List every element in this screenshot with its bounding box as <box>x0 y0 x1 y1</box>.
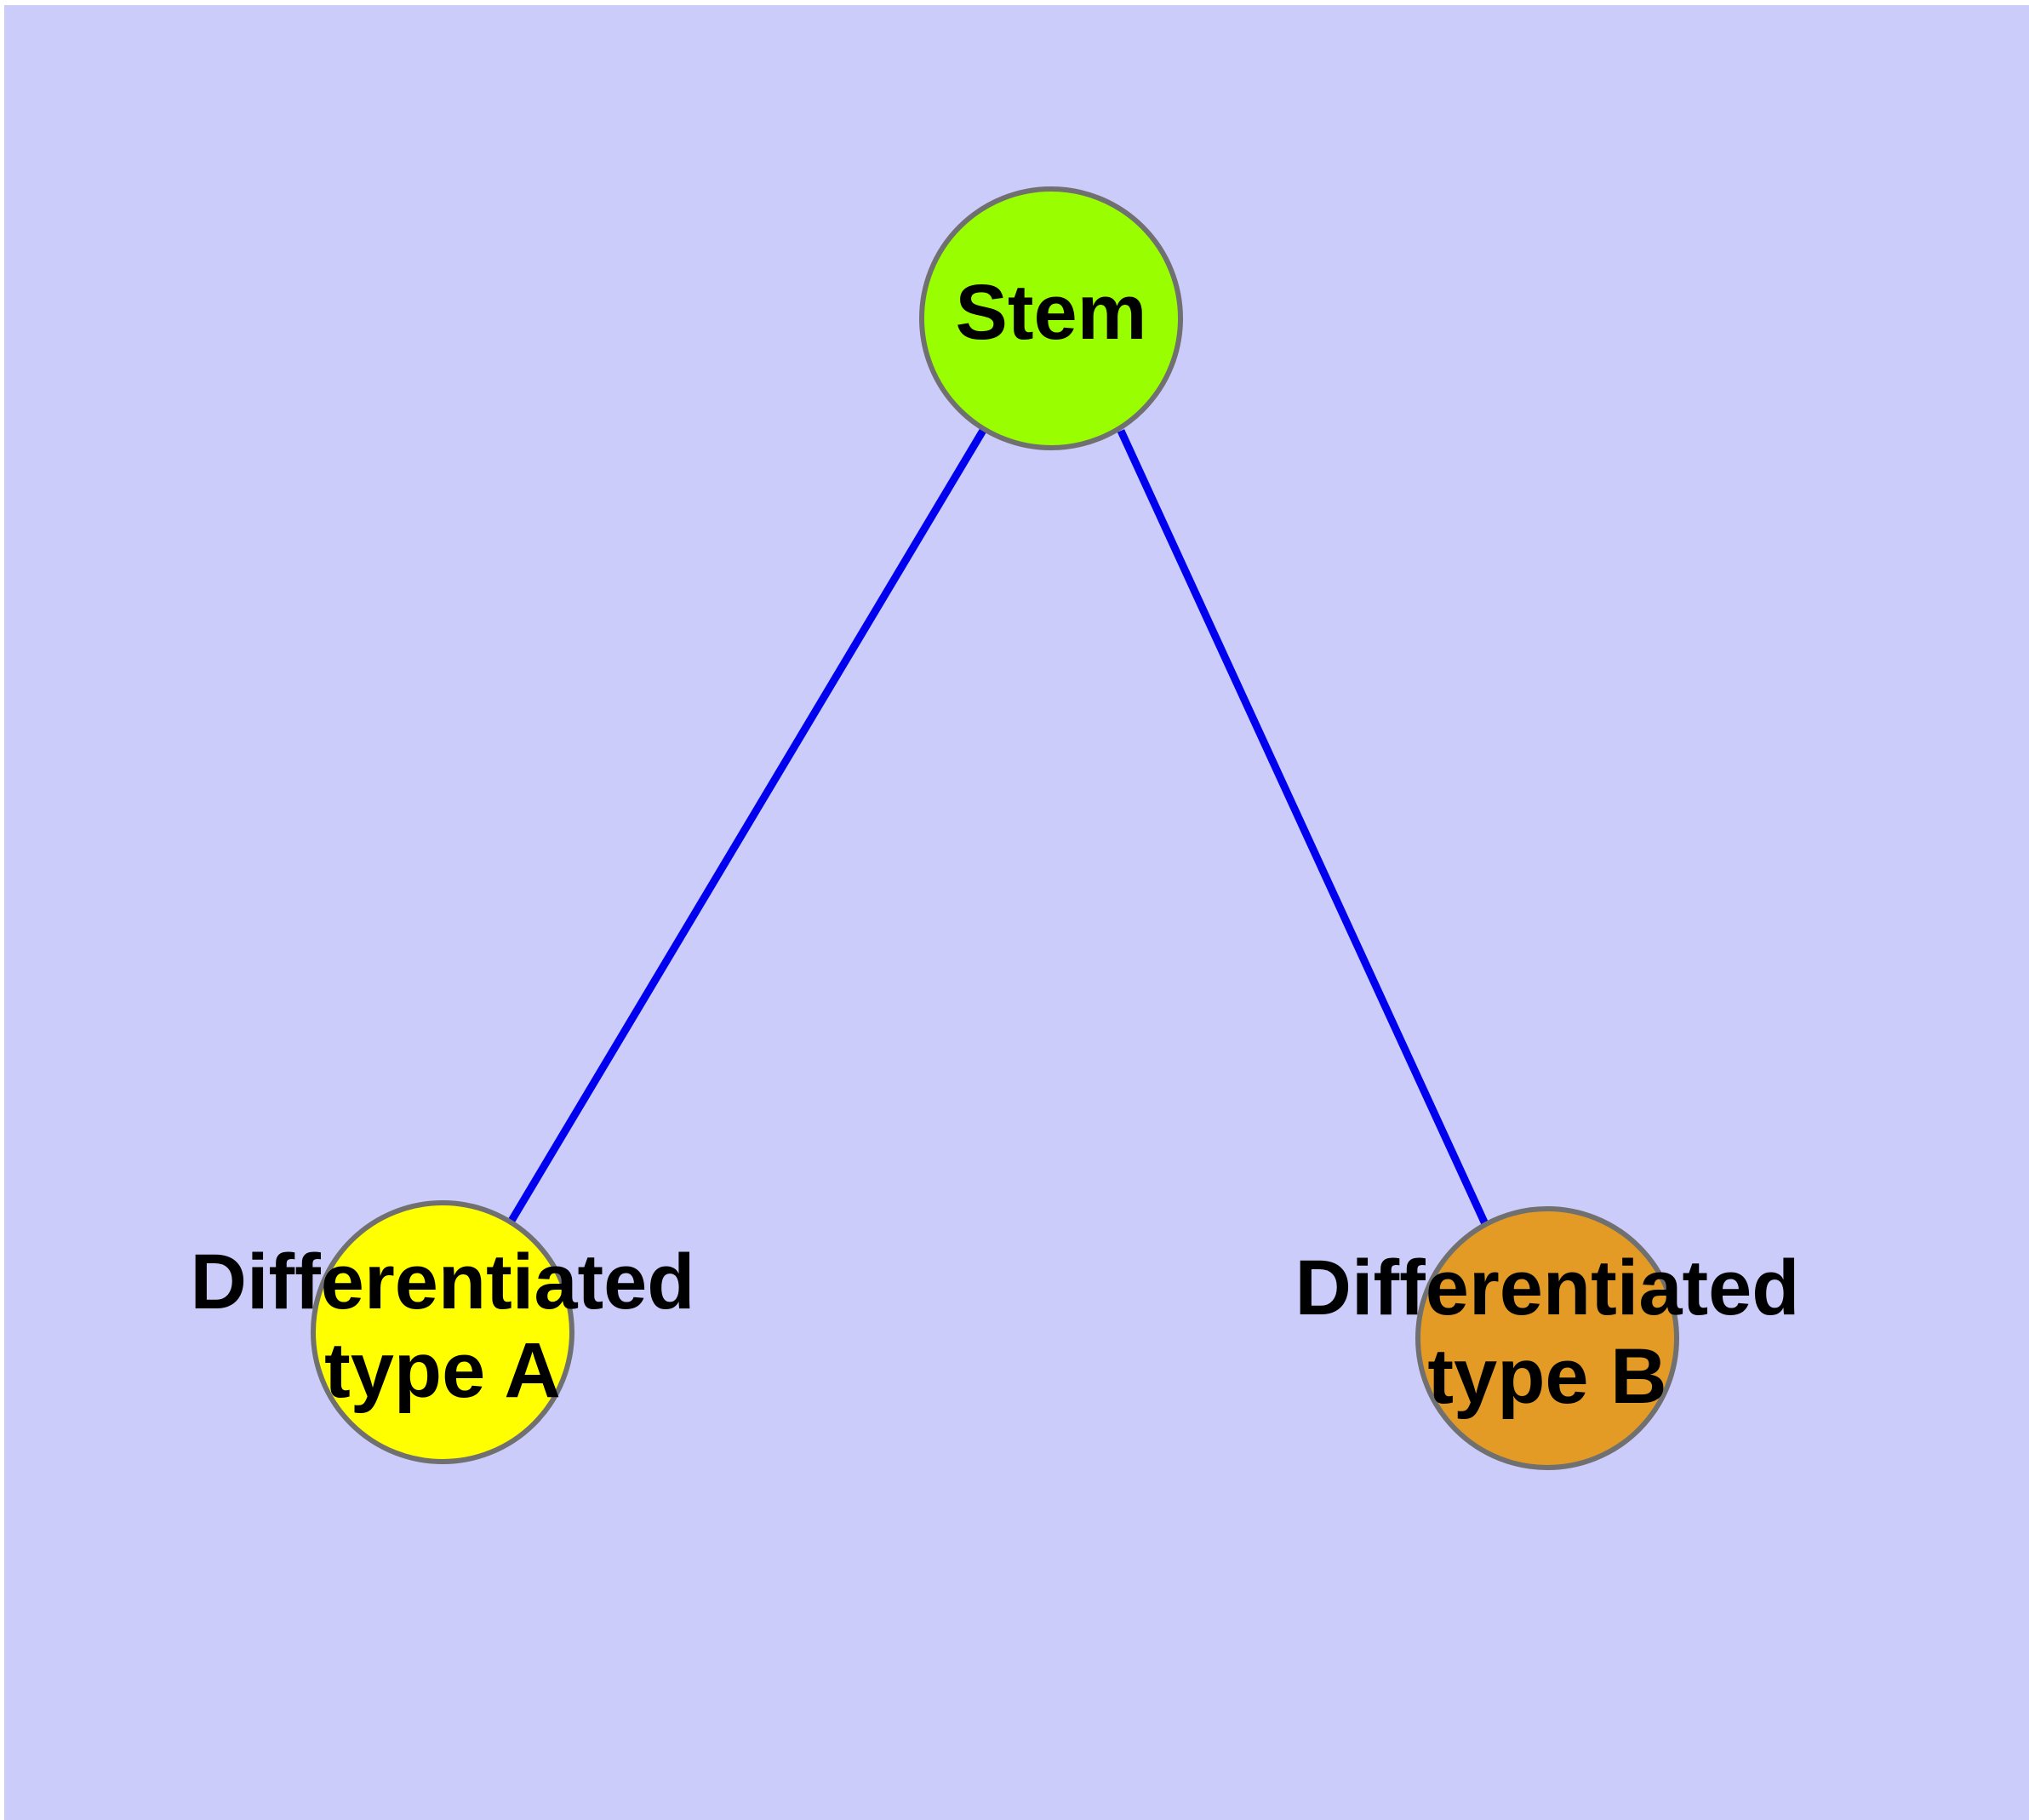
edge-stem-to-differentiated-type-b[interactable] <box>1117 429 1490 1228</box>
edge-layer <box>508 426 1490 1228</box>
node-label-line: Differentiated <box>1295 1245 1800 1331</box>
node-layer <box>311 186 1679 1470</box>
node-label-line: type A <box>324 1327 561 1414</box>
node-label-line: type B <box>1427 1333 1666 1420</box>
node-label-stem: Stem <box>956 269 1147 356</box>
node-label-line: Differentiated <box>191 1239 695 1325</box>
edge-stem-to-differentiated-type-a[interactable] <box>508 426 987 1223</box>
node-differentiated-type-b[interactable] <box>1415 1206 1679 1470</box>
node-label-line: Stem <box>956 269 1147 356</box>
node-differentiated-type-a[interactable] <box>311 1200 574 1464</box>
node-stem[interactable] <box>919 186 1183 450</box>
